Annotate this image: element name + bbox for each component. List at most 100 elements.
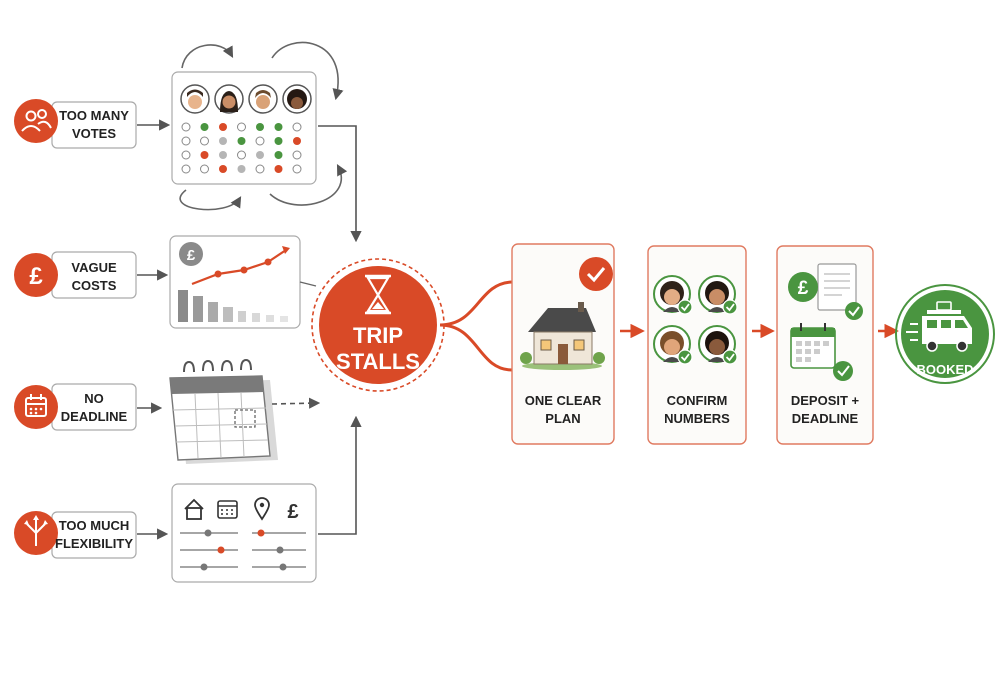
cause-no-deadline: NO DEADLINE <box>14 383 137 431</box>
vote-dot <box>237 137 246 145</box>
vote-dot <box>237 150 246 160</box>
slider-knob <box>204 529 212 537</box>
vote-dot <box>219 151 227 159</box>
van-icon <box>906 301 972 352</box>
slider-knob <box>200 563 208 571</box>
vote-dot <box>274 165 283 173</box>
step-confirm-numbers: CONFIRM NUMBERS <box>647 245 747 445</box>
vote-dot <box>181 164 191 174</box>
vote-dot <box>200 164 209 174</box>
trip-stalls-node: TRIP STALLS <box>311 258 445 392</box>
vote-dot <box>256 151 264 159</box>
cause-label-line1: TOO MUCH <box>59 518 130 533</box>
connector-flex-to-center <box>318 415 362 535</box>
loop-arrow <box>269 164 348 206</box>
vote-dot <box>293 137 301 145</box>
person-avatar <box>248 84 278 114</box>
branch-connector <box>439 280 513 327</box>
vote-dot <box>256 123 264 131</box>
vote-dot <box>292 122 302 132</box>
dashed-arrow-deadline <box>271 397 321 409</box>
cause-label-line1: NO <box>84 391 104 406</box>
split-arrows-icon <box>14 511 58 555</box>
booked-node: BOOKED <box>895 284 995 384</box>
cause-too-much-flexibility: TOO MUCH FLEXIBILITY <box>14 511 137 559</box>
cause-label-line1: VAGUE <box>71 260 117 275</box>
house-icon <box>520 302 605 370</box>
confirmed-person-avatar <box>653 325 693 365</box>
vote-dot <box>200 123 209 131</box>
vote-dot <box>274 151 283 159</box>
vote-dot <box>181 136 191 146</box>
vote-dot <box>181 150 191 160</box>
calendar-icon <box>14 385 58 429</box>
people-icon <box>14 99 58 143</box>
confirmed-people-grid <box>653 275 738 365</box>
vote-dot <box>292 164 302 174</box>
branch-connector <box>439 323 513 372</box>
check-badge-icon <box>579 257 613 291</box>
vote-dot <box>181 122 191 132</box>
confirmed-person-avatar <box>698 325 738 365</box>
confirmed-person-avatar <box>653 275 693 315</box>
vote-dot-grid <box>181 122 302 174</box>
pound-symbol: £ <box>187 247 196 264</box>
cause-label-line2: VOTES <box>72 126 116 141</box>
loop-arrow <box>179 189 242 211</box>
cause-too-many-votes: TOO MANY VOTES <box>14 99 137 149</box>
slider-knob <box>279 563 287 571</box>
deposit-pound-icon: £ <box>788 272 818 302</box>
mini-calendar-icon <box>217 500 238 519</box>
slider-knob <box>276 546 284 554</box>
cause-vague-costs: £ VAGUE COSTS <box>14 251 137 299</box>
vote-dot <box>219 165 227 173</box>
step-label-line1: ONE CLEAR <box>525 393 602 408</box>
vote-dot <box>219 123 227 131</box>
home-icon <box>184 498 204 520</box>
center-title-line1: TRIP <box>353 323 403 348</box>
connector-votes-to-center <box>318 125 362 243</box>
location-pin-icon <box>254 497 270 521</box>
costs-panel: £ <box>169 235 301 329</box>
person-avatar <box>282 84 312 114</box>
cause-label-line2: FLEXIBILITY <box>55 536 133 551</box>
vote-dot <box>274 137 283 145</box>
hourglass-icon <box>365 274 391 315</box>
confirmed-person-avatar <box>698 275 738 315</box>
cause-label-line2: COSTS <box>72 278 117 293</box>
loop-arrow <box>271 41 344 101</box>
vote-dot <box>237 122 246 132</box>
step-one-clear-plan: ONE CLEAR PLAN <box>511 243 615 445</box>
vote-dot <box>255 164 265 174</box>
flexibility-panel: £ <box>171 483 317 583</box>
booked-label: BOOKED <box>916 362 973 377</box>
cause-label-line2: DEADLINE <box>61 409 128 424</box>
vote-dot <box>255 136 265 146</box>
deadline-calendar-icon <box>790 323 853 381</box>
person-avatar <box>180 84 210 114</box>
svg-text:£: £ <box>798 278 809 299</box>
pound-icon: £ <box>14 253 58 297</box>
step-deposit-deadline: £ DEPOSIT + DEADLINE <box>776 245 874 445</box>
cause-label-line1: TOO MANY <box>59 108 129 123</box>
vote-dot <box>200 151 209 159</box>
center-title-line2: STALLS <box>336 349 420 374</box>
step-label-line2: NUMBERS <box>664 411 730 426</box>
step-label-line1: CONFIRM <box>667 393 728 408</box>
slider-knob <box>217 546 225 554</box>
pound-symbol: £ <box>287 501 298 523</box>
vote-dot <box>200 136 209 146</box>
vote-dot <box>274 123 283 131</box>
calendar-panel <box>169 358 278 464</box>
loop-arrow <box>181 44 234 69</box>
svg-text:£: £ <box>29 263 43 290</box>
vote-dot <box>237 165 246 173</box>
vote-dot <box>292 150 302 160</box>
slider-knob <box>257 529 265 537</box>
person-avatar <box>214 84 244 114</box>
step-label-line2: DEADLINE <box>792 411 859 426</box>
votes-panel <box>171 71 317 185</box>
connector-costs <box>299 281 317 287</box>
document-icon <box>817 263 863 320</box>
